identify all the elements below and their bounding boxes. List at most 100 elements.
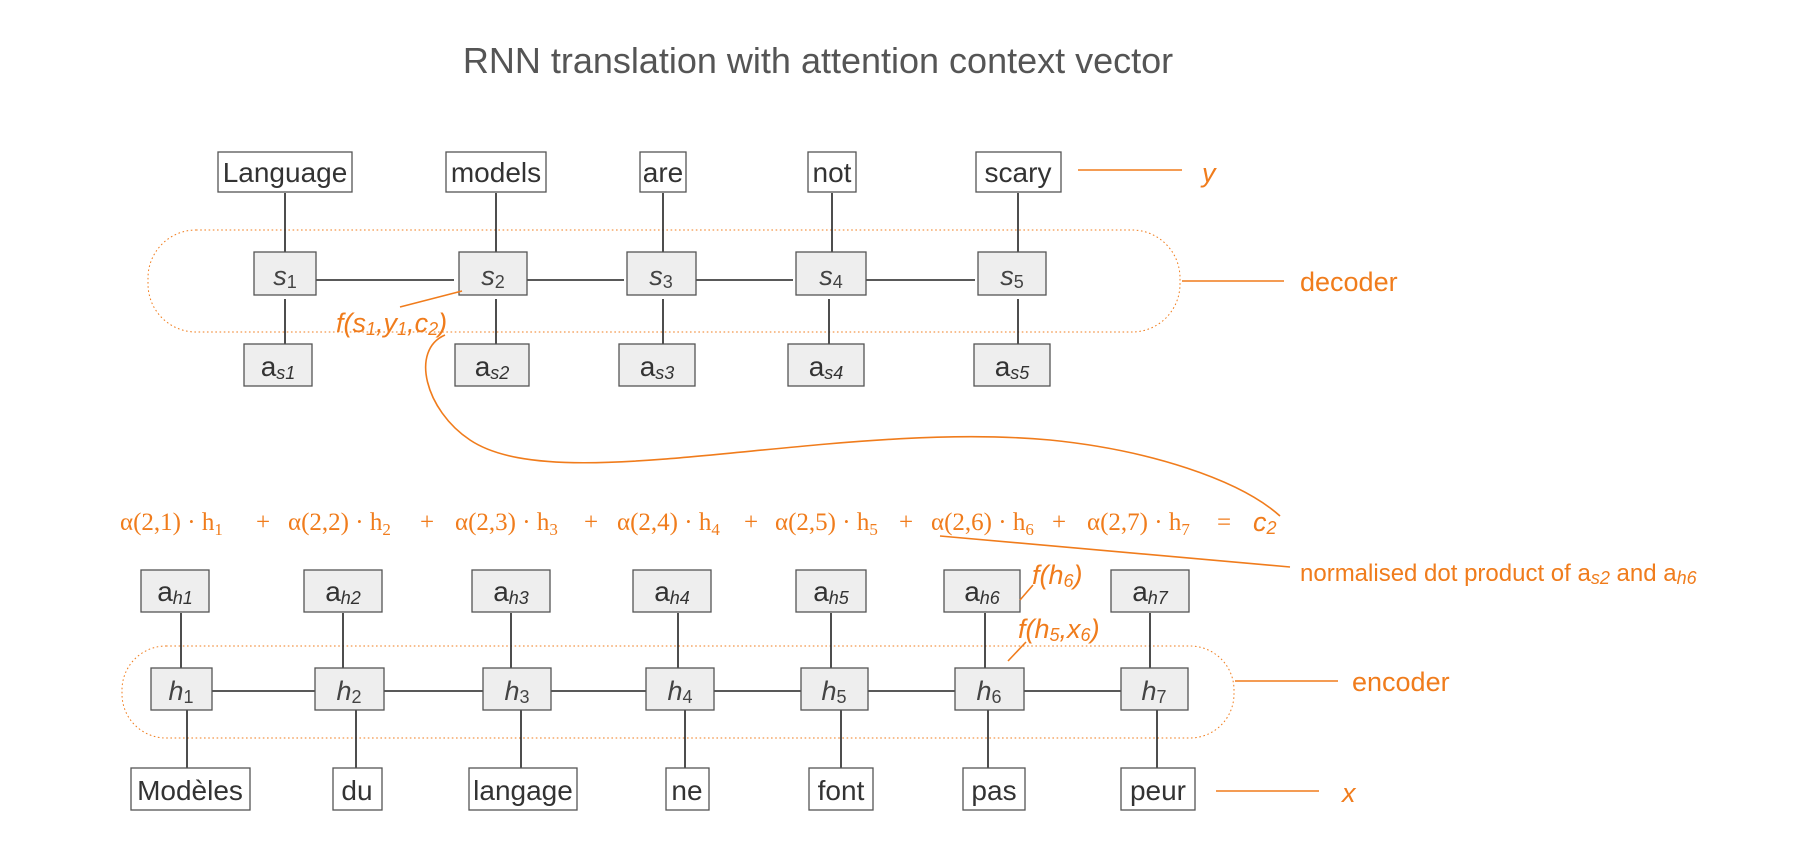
svg-text:ah5: ah5 xyxy=(813,576,850,608)
svg-text:f(s1,y1,c2): f(s1,y1,c2) xyxy=(336,308,447,339)
encoder-attention-cell: ah5 xyxy=(795,569,867,613)
encoder-connectors xyxy=(180,613,1158,773)
decoder-output-row: Language models are not scary xyxy=(217,151,1062,193)
encoder-state-cell: h7 xyxy=(1120,667,1189,711)
svg-text:ah7: ah7 xyxy=(1132,576,1169,608)
svg-text:h5: h5 xyxy=(821,676,846,707)
dot-product-note: normalised dot product of as2 and ah6 xyxy=(1300,560,1698,588)
equation-result: c2 xyxy=(1253,507,1277,538)
svg-text:ah1: ah1 xyxy=(157,576,193,608)
svg-text:ah2: ah2 xyxy=(325,576,361,608)
svg-text:s4: s4 xyxy=(819,261,843,292)
output-word: not xyxy=(807,151,857,193)
encoder-label: encoder xyxy=(1352,667,1450,697)
svg-text:h4: h4 xyxy=(667,676,692,707)
output-word: scary xyxy=(975,151,1062,193)
input-word: peur xyxy=(1120,767,1196,811)
decoder-attention-cell: as5 xyxy=(973,343,1051,387)
svg-text:not: not xyxy=(813,157,852,188)
decoder-attention-cell: as4 xyxy=(787,343,865,387)
svg-text:as5: as5 xyxy=(995,351,1031,383)
encoder-attention-cell: ah1 xyxy=(140,569,210,613)
input-word: du xyxy=(332,767,383,811)
decoder-function-annotation: f(s1,y1,c2) xyxy=(336,290,463,339)
decoder-state-cell: s5 xyxy=(977,251,1047,296)
encoder-attention-cell: ah2 xyxy=(303,569,383,613)
svg-text:ah4: ah4 xyxy=(654,576,690,608)
input-word: font xyxy=(808,767,874,811)
encoder-attention-cell: ah6 xyxy=(943,569,1021,613)
decoder-state-cell: s4 xyxy=(795,251,867,296)
decoder-state-cell: s2 xyxy=(458,251,528,296)
svg-text:are: are xyxy=(643,157,683,188)
svg-text:Language: Language xyxy=(223,157,348,188)
encoder-attention-cell: ah4 xyxy=(632,569,712,613)
context-link-curve xyxy=(424,334,1281,517)
encoder-state-cell: h3 xyxy=(482,667,552,711)
equation-term: α(2,6) · h6 xyxy=(931,509,1034,539)
encoder-attention-cell: ah3 xyxy=(471,569,551,613)
svg-text:models: models xyxy=(451,157,541,188)
encoder-state-cell: h4 xyxy=(645,667,715,711)
equation-plus: + xyxy=(256,509,270,536)
decoder-state-row: s1 s2 s3 s4 s5 xyxy=(253,251,1047,296)
svg-text:s3: s3 xyxy=(649,261,673,292)
equation-plus: + xyxy=(1052,509,1066,536)
svg-text:Modèles: Modèles xyxy=(137,775,243,806)
equation-term: α(2,4) · h4 xyxy=(617,509,720,539)
encoder-attention-row: ah1 ah2 ah3 ah4 ah5 ah6 ah7 xyxy=(140,569,1190,613)
svg-text:as3: as3 xyxy=(640,351,675,383)
decoder-attention-cell: as2 xyxy=(454,343,530,387)
svg-text:scary: scary xyxy=(985,157,1052,188)
svg-text:h3: h3 xyxy=(504,676,529,707)
input-word: ne xyxy=(665,767,710,811)
attention-equation: α(2,1) · h1 + α(2,2) · h2 + α(2,3) · h3 … xyxy=(120,507,1277,539)
equation-plus: + xyxy=(899,509,913,536)
input-word: langage xyxy=(468,767,578,811)
input-word: pas xyxy=(962,767,1026,811)
encoder-state-cell: h1 xyxy=(150,667,213,711)
svg-text:s1: s1 xyxy=(273,261,297,292)
equation-plus: + xyxy=(420,509,434,536)
output-word: Language xyxy=(217,151,353,193)
decoder-state-cell: s3 xyxy=(626,251,697,296)
equation-term: α(2,7) · h7 xyxy=(1087,509,1190,539)
encoder-region xyxy=(121,645,1235,739)
x-label: x xyxy=(1340,778,1357,808)
equation-plus: + xyxy=(584,509,598,536)
svg-text:s2: s2 xyxy=(481,261,505,292)
h6-state-function-label: f(h5,x6) xyxy=(1018,614,1100,645)
equation-term: α(2,2) · h2 xyxy=(288,509,391,539)
svg-text:ne: ne xyxy=(671,775,702,806)
equation-term: α(2,3) · h3 xyxy=(455,509,558,539)
note-leader-line xyxy=(939,535,1291,568)
svg-text:as1: as1 xyxy=(261,351,296,383)
output-word: models xyxy=(445,151,547,193)
input-word: Modèles xyxy=(130,767,251,811)
equation-plus: + xyxy=(744,509,758,536)
decoder-attention-row: as1 as2 as3 as4 as5 xyxy=(243,343,1051,387)
h6-function-label: f(h6) xyxy=(1032,560,1083,591)
y-label: y xyxy=(1200,158,1217,188)
h6-state-fn-leader xyxy=(1007,641,1027,662)
svg-text:pas: pas xyxy=(971,775,1016,806)
svg-text:du: du xyxy=(341,775,372,806)
svg-text:s5: s5 xyxy=(1000,261,1024,292)
encoder-state-cell: h6 xyxy=(954,667,1025,711)
encoder-state-row: h1 h2 h3 h4 h5 h6 h7 xyxy=(150,667,1189,711)
svg-text:h1: h1 xyxy=(168,676,193,707)
encoder-input-row: Modèles du langage ne font pas peur xyxy=(130,767,1196,811)
decoder-attention-cell: as1 xyxy=(243,343,313,387)
encoder-state-cell: h5 xyxy=(800,667,869,711)
svg-text:peur: peur xyxy=(1130,775,1186,806)
decoder-state-cell: s1 xyxy=(253,251,317,296)
svg-text:as4: as4 xyxy=(809,351,844,383)
h6-fn-leader xyxy=(1019,584,1034,601)
svg-text:as2: as2 xyxy=(475,351,510,383)
diagram-title: RNN translation with attention context v… xyxy=(463,40,1173,81)
encoder-attention-cell: ah7 xyxy=(1110,569,1190,613)
svg-text:ah6: ah6 xyxy=(964,576,1001,608)
output-word: are xyxy=(639,151,687,193)
encoder-state-cell: h2 xyxy=(314,667,385,711)
